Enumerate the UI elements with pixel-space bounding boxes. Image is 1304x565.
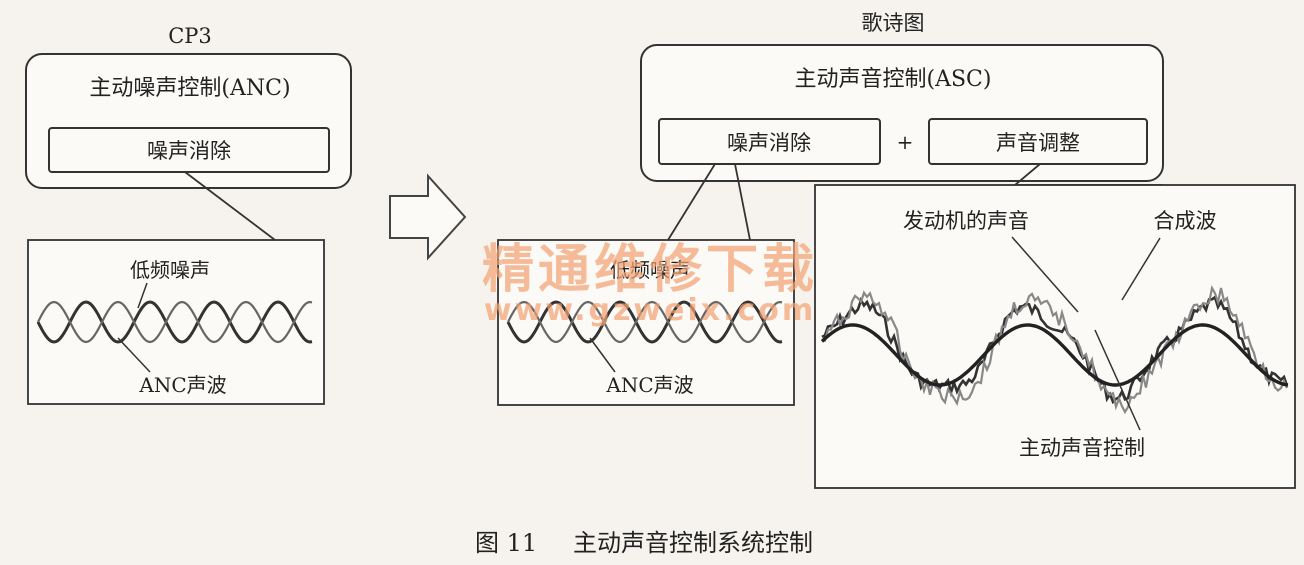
anc-label-leader bbox=[117, 337, 151, 373]
right-callout-pointer-left-b bbox=[734, 163, 751, 241]
engine-sound-leader bbox=[1011, 236, 1079, 313]
asc-noise-cancel-label: 噪声消除 bbox=[727, 131, 811, 155]
figure-caption: 主动声音控制系统控制 bbox=[573, 529, 813, 557]
low-frequency-noise-label: 低频噪声 bbox=[130, 258, 210, 282]
asc-anc-label-leader bbox=[589, 337, 616, 373]
asc-wave-leader bbox=[1094, 329, 1141, 431]
anc-sound-wave-label: ANC声波 bbox=[138, 373, 226, 397]
figure-number: 图 11 bbox=[475, 529, 537, 557]
anc-noise-cancel-box bbox=[48, 127, 330, 173]
asc-wave-label: 主动声音控制 bbox=[1019, 436, 1145, 460]
transition-arrow-icon bbox=[389, 173, 467, 261]
anc-system-title: 主动噪声控制(ANC) bbox=[89, 76, 290, 101]
active-sound-control-wave bbox=[820, 323, 1289, 387]
engine-sound-label: 发动机的声音 bbox=[903, 209, 1029, 233]
composite-wave bbox=[821, 285, 1289, 415]
asc-anc-sound-wave-label: ANC声波 bbox=[605, 373, 693, 397]
plus-sign: + bbox=[897, 130, 914, 154]
asc-system-title: 主动声音控制(ASC) bbox=[795, 67, 992, 92]
noise-label-leader bbox=[137, 282, 148, 309]
asc-anc-sound-wave bbox=[507, 300, 783, 344]
asc-sound-adjust-box bbox=[928, 118, 1148, 165]
composite-wave-label: 合成波 bbox=[1154, 209, 1217, 233]
right-heading: 歌诗图 bbox=[862, 11, 925, 35]
left-callout-pointer bbox=[184, 171, 276, 241]
left-wave-box bbox=[27, 239, 325, 405]
asc-low-frequency-noise-label: 低频噪声 bbox=[610, 258, 690, 282]
composite-wave-leader bbox=[1121, 237, 1161, 301]
asc-low-frequency-noise-wave bbox=[506, 300, 783, 344]
left-heading: CP3 bbox=[168, 24, 212, 48]
watermark-url: www.gzweix.com bbox=[484, 293, 816, 328]
right-callout-pointer-left-a bbox=[667, 163, 716, 241]
asc-sound-adjust-label: 声音调整 bbox=[996, 131, 1080, 155]
low-frequency-noise-wave bbox=[36, 300, 313, 344]
watermark-text: 精通维修下载 bbox=[482, 240, 818, 300]
anc-noise-cancel-label: 噪声消除 bbox=[147, 139, 231, 163]
asc-noise-cancel-box bbox=[658, 118, 881, 165]
right-wave-box bbox=[497, 239, 795, 406]
anc-sound-wave bbox=[37, 300, 313, 344]
